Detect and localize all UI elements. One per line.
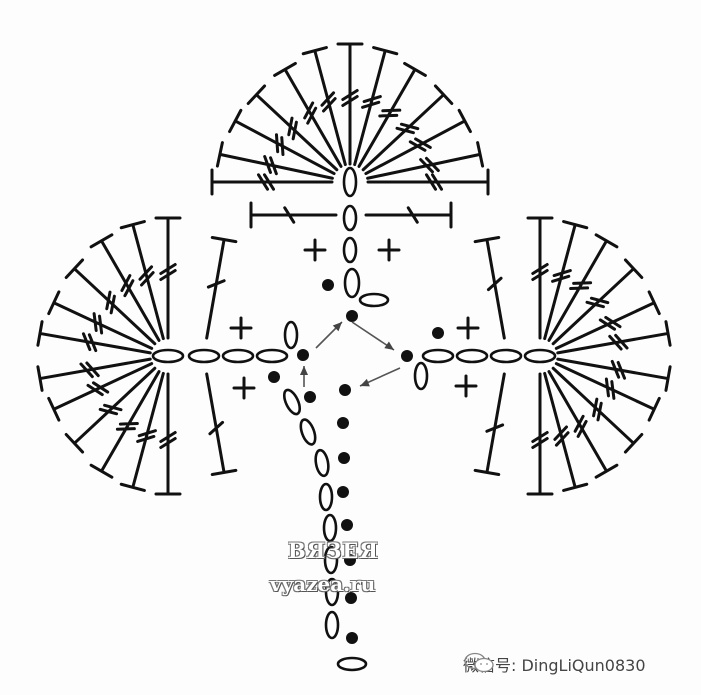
chain-stitch — [489, 348, 523, 364]
chain-stitch — [324, 610, 340, 640]
chain-stitch — [187, 348, 221, 364]
double-crochet — [551, 258, 644, 346]
chain-stitch — [342, 166, 358, 198]
wechat-credit: 微信号: DingLiQun0830 — [463, 652, 646, 676]
slip-stitch — [338, 452, 350, 464]
arrow-head — [384, 341, 394, 350]
slip-stitch — [345, 592, 357, 604]
double-crochet — [210, 168, 334, 196]
double-crochet — [547, 233, 619, 342]
double-crochet — [228, 108, 336, 176]
direction-arrows — [303, 321, 401, 387]
single-crochet — [454, 374, 478, 398]
chain-stitch — [323, 545, 339, 575]
chain-stitch — [314, 448, 330, 478]
slip-stitch — [337, 417, 349, 429]
double-crochet — [47, 290, 154, 350]
double-crochet — [119, 371, 165, 492]
chain-stitch — [413, 361, 429, 391]
double-crochet — [366, 168, 490, 196]
slip-stitch — [401, 350, 413, 362]
double-crochet — [215, 141, 334, 180]
half-double-crochet — [473, 372, 506, 477]
double-crochet — [246, 84, 339, 172]
slip-stitch — [346, 310, 358, 322]
double-crochet — [301, 46, 347, 167]
watermark-title: ВЯЗЕЯ — [288, 538, 379, 563]
chain-stitch — [342, 236, 358, 264]
double-crochet — [353, 46, 399, 167]
double-crochet — [526, 372, 554, 496]
double-crochet — [336, 42, 364, 166]
chain-stitch — [342, 204, 358, 232]
chain-stitch — [336, 656, 368, 672]
double-crochet — [543, 371, 589, 492]
chain-stitch — [283, 320, 299, 350]
double-crochet — [547, 370, 619, 479]
double-crochet — [551, 366, 644, 454]
watermark-url: vyazea.ru — [270, 572, 376, 596]
half-double-crochet — [249, 201, 338, 229]
single-crochet — [456, 316, 480, 340]
chain-stitch — [455, 348, 489, 364]
half-double-crochet — [473, 235, 506, 340]
slip-stitch — [268, 371, 280, 383]
double-crochet — [554, 362, 661, 422]
chain-stitch — [318, 482, 334, 512]
slip-stitch — [344, 554, 356, 566]
chain-stitch — [299, 418, 317, 446]
slip-stitch — [322, 279, 334, 291]
chain-stitch — [358, 292, 390, 308]
arrow-head — [300, 366, 308, 375]
chain-stitch — [324, 577, 340, 607]
chain-stitch — [221, 348, 255, 364]
slip-stitch — [339, 384, 351, 396]
chain-stitch — [421, 348, 455, 364]
slip-stitch — [304, 391, 316, 403]
half-double-crochet — [205, 235, 238, 340]
double-crochet — [154, 216, 182, 340]
arrow-head — [332, 322, 342, 332]
chain-stitch — [282, 388, 302, 416]
half-double-crochet — [205, 372, 238, 477]
chain-stitch — [322, 513, 338, 543]
chain-stitch — [255, 348, 289, 364]
double-crochet — [556, 320, 672, 355]
double-crochet — [273, 61, 343, 168]
slip-stitch — [297, 349, 309, 361]
double-crochet — [556, 357, 672, 392]
double-crochet — [64, 366, 157, 454]
chain-stitch — [343, 267, 361, 299]
double-crochet — [554, 290, 661, 350]
double-crochet — [364, 108, 472, 176]
slip-stitch — [341, 519, 353, 531]
double-crochet — [361, 84, 454, 172]
chain-stitch — [151, 348, 185, 364]
double-crochet — [357, 61, 427, 168]
single-crochet — [232, 376, 256, 400]
double-crochet — [47, 362, 154, 422]
double-crochet — [36, 357, 152, 392]
double-crochet — [36, 320, 152, 355]
wechat-icon — [464, 652, 494, 673]
double-crochet — [119, 220, 165, 341]
double-crochet — [64, 258, 157, 346]
double-crochet — [89, 370, 161, 479]
half-double-crochet — [364, 201, 453, 229]
arrow-head — [360, 378, 370, 387]
slip-stitch — [337, 486, 349, 498]
single-crochet — [229, 316, 253, 340]
slip-stitch — [346, 632, 358, 644]
wechat-id: 微信号: DingLiQun0830 — [463, 656, 646, 675]
single-crochet — [377, 238, 401, 262]
double-crochet — [366, 141, 485, 180]
double-crochet — [526, 216, 554, 340]
chain-stitch — [523, 348, 557, 364]
single-crochet — [303, 238, 327, 262]
double-crochet — [543, 220, 589, 341]
slip-stitch — [432, 327, 444, 339]
double-crochet — [154, 372, 182, 496]
double-crochet — [89, 233, 161, 342]
